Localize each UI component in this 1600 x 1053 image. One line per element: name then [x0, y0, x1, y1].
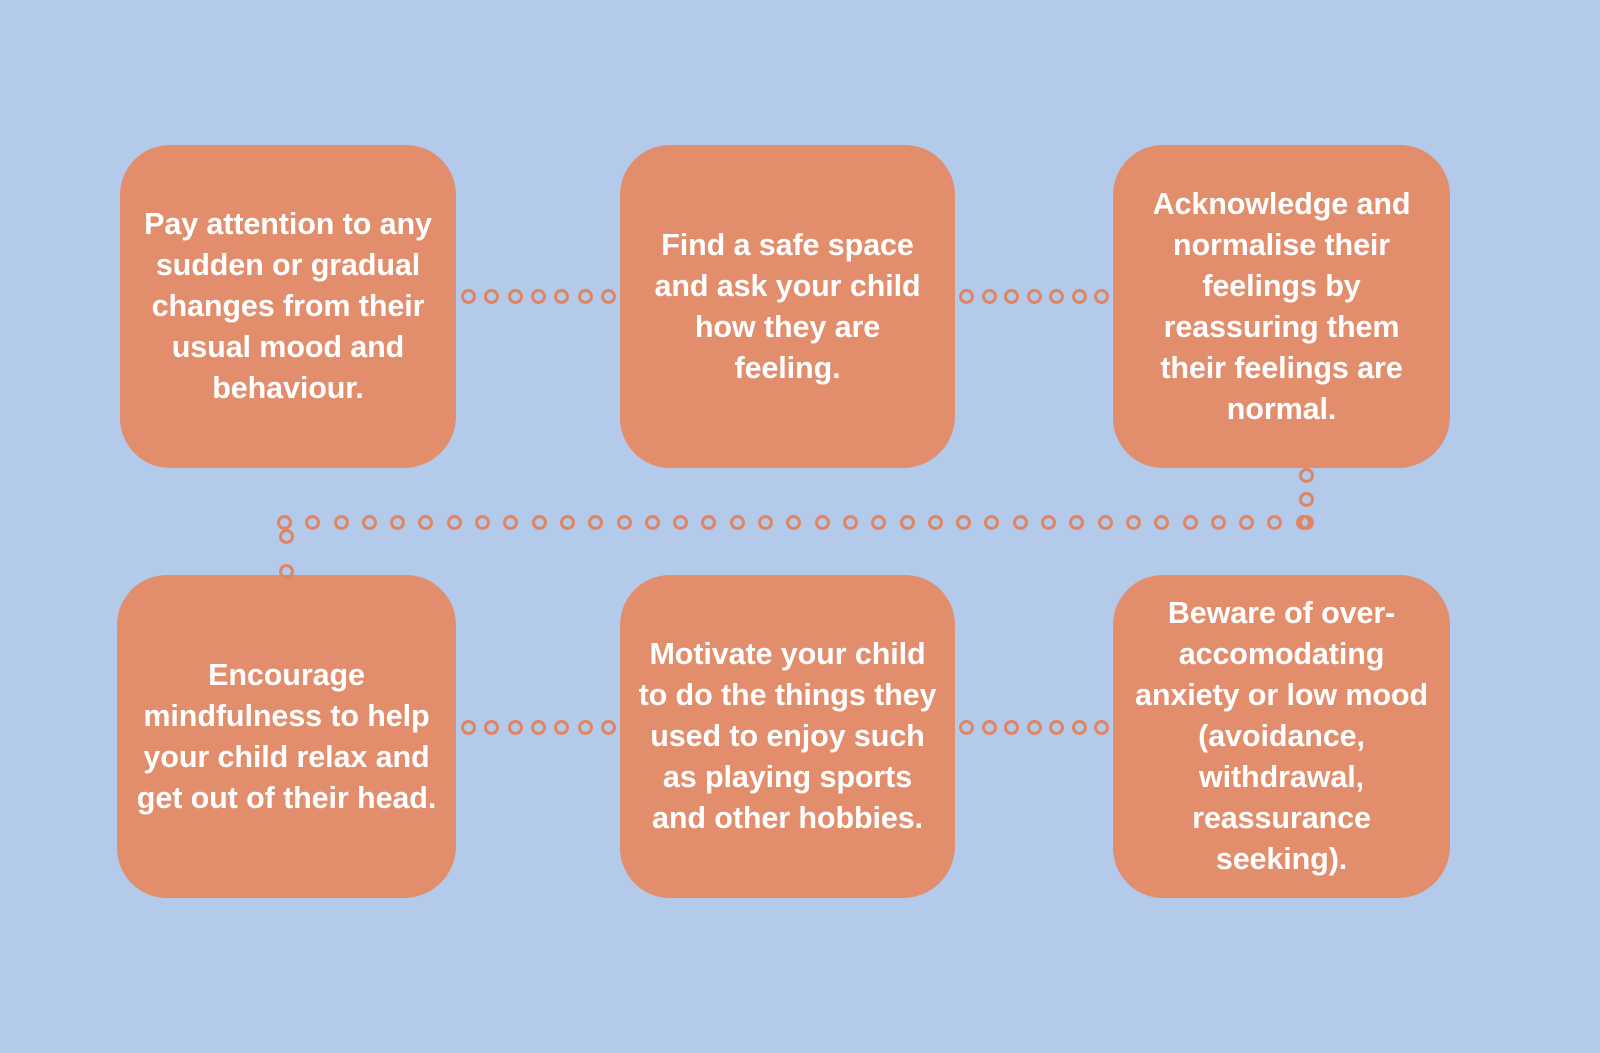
- connector-dot-icon: [390, 514, 406, 530]
- connector-dot-icon: [842, 514, 858, 530]
- connector-dot-icon: [959, 288, 974, 304]
- connector-dot-icon: [1298, 491, 1314, 507]
- tip-card-3: Acknowledge and normalise their feelings…: [1113, 145, 1450, 468]
- tip-card-2: Find a safe space and ask your child how…: [620, 145, 955, 468]
- connector-dot-icon: [484, 288, 500, 304]
- connector-dot-icon: [956, 514, 972, 530]
- connector-dot-icon: [588, 514, 604, 530]
- connector-dot-icon: [1295, 514, 1311, 530]
- connector-dot-icon: [1026, 719, 1042, 735]
- tip-card-1-text: Pay attention to any sudden or gradual c…: [144, 207, 432, 405]
- connector-dot-icon: [1097, 514, 1113, 530]
- connector-dot-icon: [475, 514, 491, 530]
- tip-card-4: Encourage mindfulness to help your child…: [117, 575, 456, 898]
- connector-dot-icon: [530, 719, 546, 735]
- connector-dot-icon: [673, 514, 689, 530]
- connector-dot-icon: [1094, 288, 1109, 304]
- connector-dot-icon: [507, 288, 523, 304]
- tip-card-1: Pay attention to any sudden or gradual c…: [120, 145, 456, 468]
- connector-dot-icon: [1182, 514, 1198, 530]
- connector-dot-icon: [1049, 719, 1064, 735]
- connector-dot-icon: [786, 514, 802, 530]
- connector-dot-icon: [418, 514, 434, 530]
- connector-dot-icon: [278, 564, 294, 579]
- connector-dot-icon: [1125, 514, 1141, 530]
- connector-dot-icon: [333, 514, 349, 530]
- tip-card-6-text: Beware of over-accomodating anxiety or l…: [1135, 596, 1428, 876]
- connector-dot-icon: [981, 719, 997, 735]
- connector-dot-icon: [484, 719, 500, 735]
- connector-dot-icon: [1069, 514, 1085, 530]
- connector-dot-icon: [644, 514, 660, 530]
- dotted-connector-vertical-left: [278, 529, 294, 579]
- connector-dot-icon: [503, 514, 519, 530]
- connector-dot-icon: [554, 288, 570, 304]
- connector-dot-icon: [278, 529, 294, 544]
- connector-dot-icon: [959, 719, 974, 735]
- dotted-connector-row2-right: [959, 719, 1109, 735]
- connector-dot-icon: [899, 514, 915, 530]
- tip-card-4-text: Encourage mindfulness to help your child…: [136, 657, 437, 815]
- dotted-connector-row1-left: [461, 288, 616, 304]
- connector-dot-icon: [1210, 514, 1226, 530]
- dotted-connector-row2-left: [461, 719, 616, 735]
- dotted-connector-row1-right: [959, 288, 1109, 304]
- connector-dot-icon: [446, 514, 462, 530]
- tip-card-2-text: Find a safe space and ask your child how…: [654, 227, 921, 385]
- connector-dot-icon: [1041, 514, 1057, 530]
- connector-dot-icon: [554, 719, 570, 735]
- connector-dot-icon: [1239, 514, 1255, 530]
- connector-dot-icon: [461, 288, 476, 304]
- connector-dot-icon: [981, 288, 997, 304]
- connector-dot-icon: [1026, 288, 1042, 304]
- connector-dot-icon: [277, 514, 292, 530]
- connector-dot-icon: [1004, 288, 1019, 304]
- connector-dot-icon: [600, 719, 616, 735]
- connector-dot-icon: [701, 514, 717, 530]
- connector-dot-icon: [361, 514, 377, 530]
- connector-dot-icon: [600, 288, 616, 304]
- tip-card-6: Beware of over-accomodating anxiety or l…: [1113, 575, 1450, 898]
- connector-dot-icon: [871, 514, 887, 530]
- connector-dot-icon: [1004, 719, 1019, 735]
- connector-dot-icon: [1071, 288, 1087, 304]
- connector-dot-icon: [616, 514, 632, 530]
- connector-dot-icon: [559, 514, 575, 530]
- connector-dot-icon: [729, 514, 745, 530]
- connector-dot-icon: [1267, 514, 1283, 530]
- connector-dot-icon: [814, 514, 830, 530]
- connector-dot-icon: [305, 514, 321, 530]
- connector-dot-icon: [758, 514, 774, 530]
- connector-dot-icon: [927, 514, 943, 530]
- connector-dot-icon: [577, 288, 593, 304]
- connector-dot-icon: [531, 514, 547, 530]
- connector-dot-icon: [1012, 514, 1028, 530]
- dotted-connector-middle-horizontal: [277, 514, 1311, 530]
- connector-dot-icon: [461, 719, 476, 735]
- connector-dot-icon: [577, 719, 593, 735]
- connector-dot-icon: [984, 514, 1000, 530]
- tip-card-5-text: Motivate your child to do the things the…: [638, 637, 937, 835]
- tip-card-5: Motivate your child to do the things the…: [620, 575, 955, 898]
- connector-dot-icon: [1094, 719, 1109, 735]
- connector-dot-icon: [1049, 288, 1064, 304]
- connector-dot-icon: [1071, 719, 1087, 735]
- connector-dot-icon: [530, 288, 546, 304]
- connector-dot-icon: [1154, 514, 1170, 530]
- connector-dot-icon: [507, 719, 523, 735]
- connector-dot-icon: [1298, 468, 1314, 483]
- tip-card-3-text: Acknowledge and normalise their feelings…: [1152, 186, 1411, 426]
